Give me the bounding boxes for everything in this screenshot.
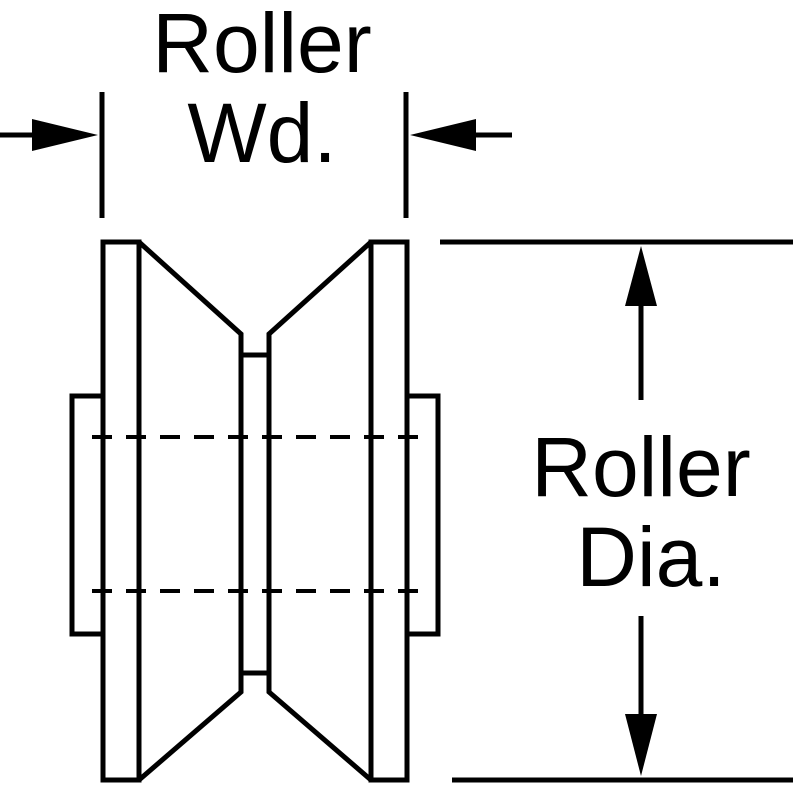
diameter-arrow-bottom-head <box>625 714 657 776</box>
roller-width-label-line1: Roller <box>152 0 371 90</box>
roller-diameter-label-line1: Roller <box>531 420 750 514</box>
width-arrow-left-head <box>32 119 98 151</box>
flange-left <box>100 239 142 783</box>
width-arrow-right-head <box>410 119 476 151</box>
bushing-left <box>69 393 106 637</box>
diameter-dimension <box>440 239 793 783</box>
width-dimension <box>0 92 512 218</box>
flange-right <box>368 239 410 783</box>
diameter-arrow-top-head <box>625 246 657 306</box>
roller-width-label-line2: Wd. <box>187 86 336 180</box>
v-groove-roller <box>69 239 441 783</box>
bushing-right <box>404 393 441 637</box>
groove-profile-right <box>266 240 373 782</box>
groove-profile-left <box>137 240 244 782</box>
roller-diameter-label-line2: Dia. <box>576 510 725 604</box>
